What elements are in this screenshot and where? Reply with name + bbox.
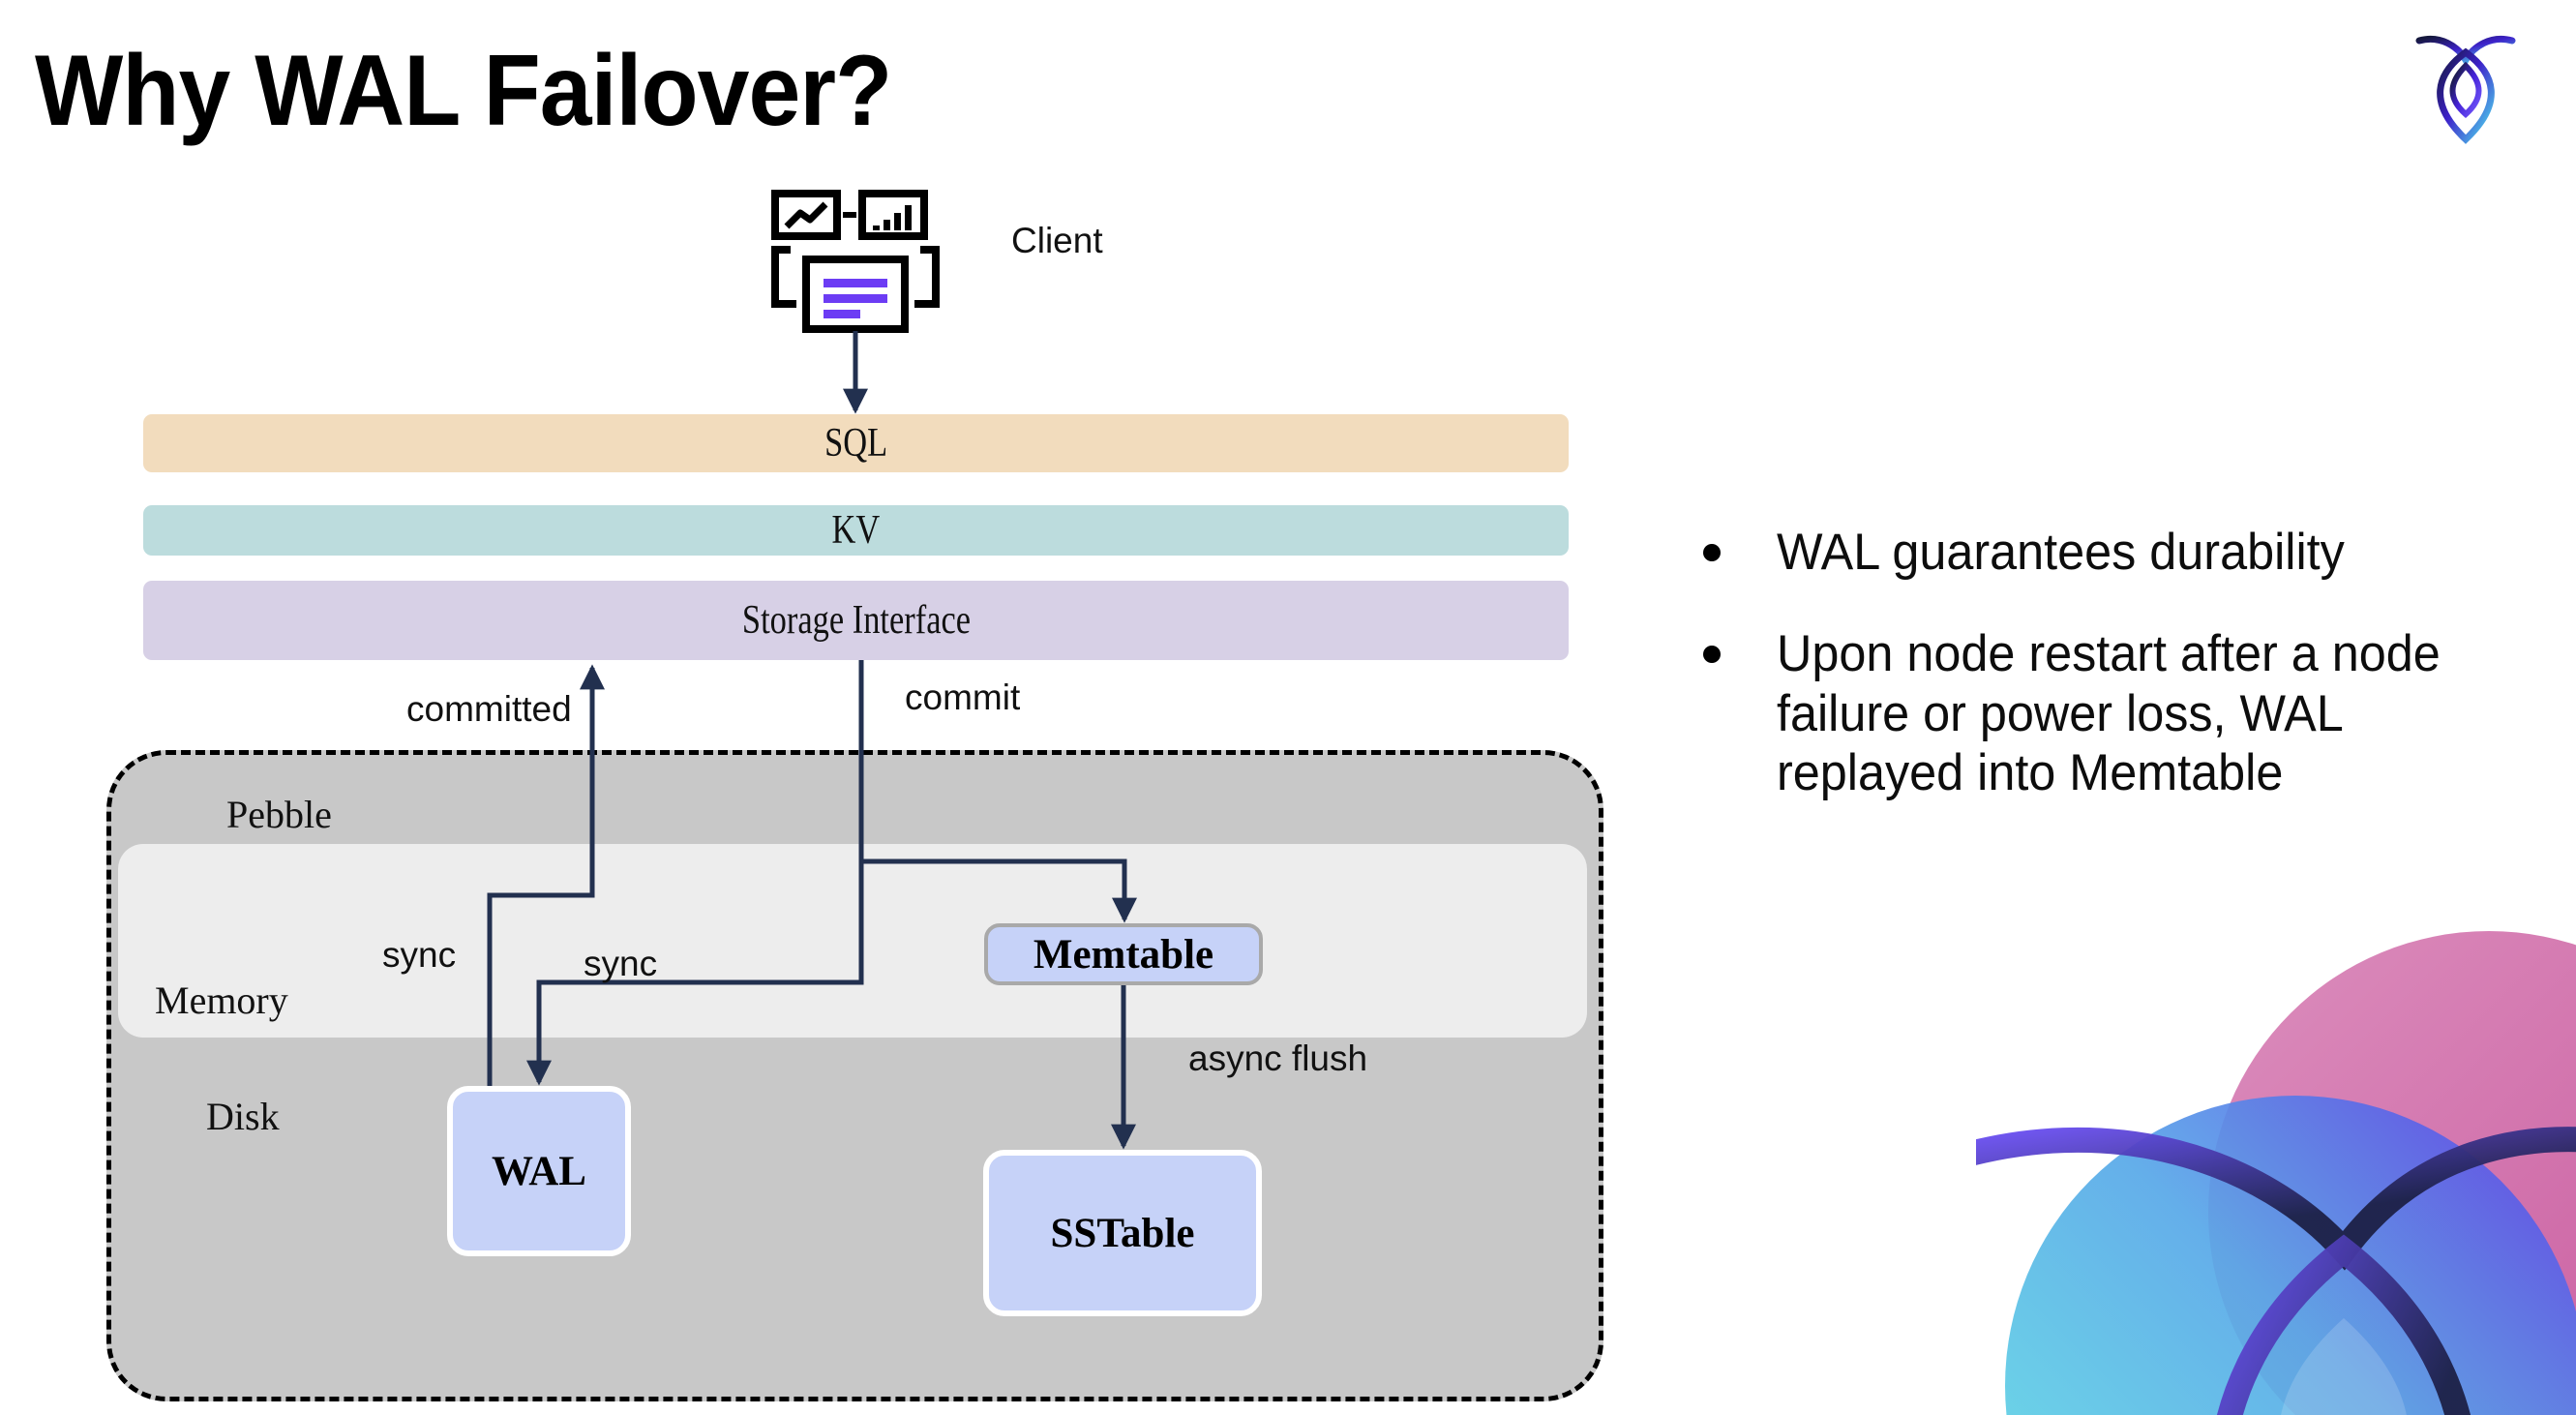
edge-label-committed: committed: [406, 689, 572, 729]
list-item: WAL guarantees durability: [1703, 523, 2526, 582]
layer-bar-storage-interface: Storage Interface: [143, 581, 1569, 660]
node-wal: WAL: [447, 1086, 631, 1256]
memory-label: Memory: [155, 978, 288, 1022]
bullet-text: Upon node restart after a node failure o…: [1777, 625, 2441, 802]
bullet-list: WAL guarantees durability Upon node rest…: [1703, 523, 2526, 846]
node-memtable-label: Memtable: [1033, 931, 1214, 978]
edge-label-async-flush: async flush: [1188, 1039, 1368, 1078]
client-label: Client: [1011, 221, 1103, 260]
layer-bar-sql: SQL: [143, 414, 1569, 472]
edge-label-sync-right: sync: [584, 944, 658, 983]
client-devices-icon: [769, 190, 942, 333]
bullet-dot-icon: [1703, 646, 1721, 664]
layer-bar-kv-label: KV: [831, 508, 881, 553]
bullet-dot-icon: [1703, 544, 1721, 561]
edge-label-sync-left: sync: [382, 935, 457, 975]
bullet-text: WAL guarantees durability: [1777, 524, 2345, 581]
layer-bar-storage-interface-label: Storage Interface: [741, 598, 971, 643]
node-memtable: Memtable: [984, 923, 1263, 985]
node-sstable-label: SSTable: [1050, 1210, 1195, 1256]
list-item: Upon node restart after a node failure o…: [1703, 624, 2526, 802]
node-sstable: SSTable: [983, 1150, 1262, 1316]
disk-label: Disk: [206, 1095, 280, 1138]
pebble-label: Pebble: [226, 793, 332, 836]
layer-bar-sql-label: SQL: [824, 421, 888, 466]
page-title: Why WAL Failover?: [35, 35, 892, 147]
cockroachdb-watermark-icon: [1976, 931, 2576, 1415]
node-wal-label: WAL: [492, 1148, 586, 1194]
cockroachdb-logo-icon: [2411, 23, 2520, 147]
memory-region: [118, 844, 1587, 1038]
edge-label-commit: commit: [905, 677, 1021, 717]
layer-bar-kv: KV: [143, 505, 1569, 556]
